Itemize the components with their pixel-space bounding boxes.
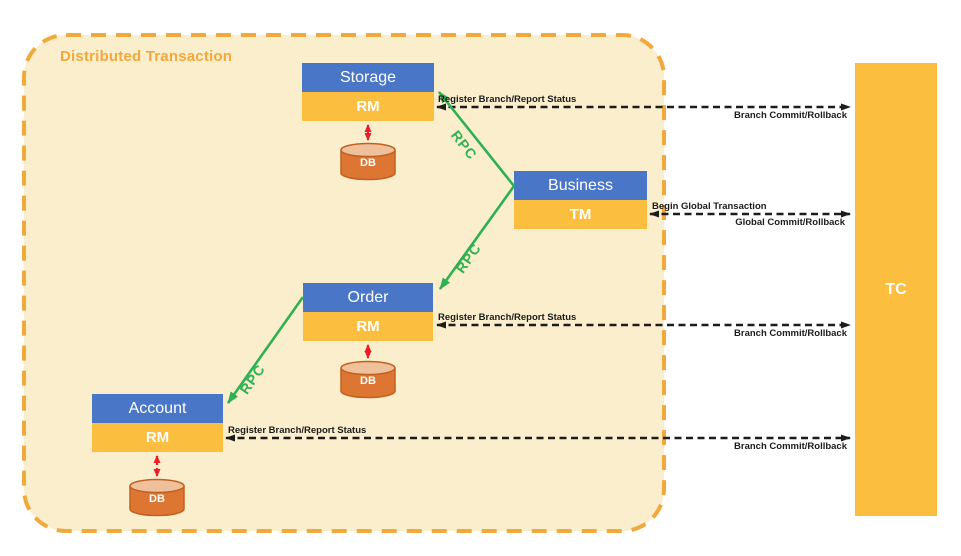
node-business-title: Business [514,171,647,200]
edge-label-account-register: Register Branch/Report Status [228,425,367,436]
edge-label-order-branch: Branch Commit/Rollback [734,328,847,339]
edge-label-begin-global: Begin Global Transaction [652,201,767,212]
storage-db-label: DB [360,157,376,169]
node-business: Business TM [514,171,647,229]
storage-db: DB [339,142,397,182]
edge-label-storage-register: Register Branch/Report Status [438,94,577,105]
node-tc: TC [855,63,937,516]
node-account: Account RM [92,394,223,452]
node-storage-title: Storage [302,63,434,92]
order-db-label: DB [360,375,376,387]
order-db: DB [339,360,397,400]
node-account-title: Account [92,394,223,423]
node-business-role: TM [514,200,647,229]
edge-label-storage-branch: Branch Commit/Rollback [734,110,847,121]
account-db-label: DB [149,493,165,505]
edge-label-global-commit: Global Commit/Rollback [735,217,845,228]
node-storage: Storage RM [302,63,434,121]
node-storage-role: RM [302,92,434,121]
edge-label-account-branch: Branch Commit/Rollback [734,441,847,452]
node-order-title: Order [303,283,433,312]
node-order-role: RM [303,312,433,341]
diagram-title: Distributed Transaction [60,48,233,65]
node-order: Order RM [303,283,433,341]
edge-label-order-register: Register Branch/Report Status [438,312,577,323]
node-account-role: RM [92,423,223,452]
account-db: DB [128,478,186,518]
node-tc-label: TC [885,280,907,298]
